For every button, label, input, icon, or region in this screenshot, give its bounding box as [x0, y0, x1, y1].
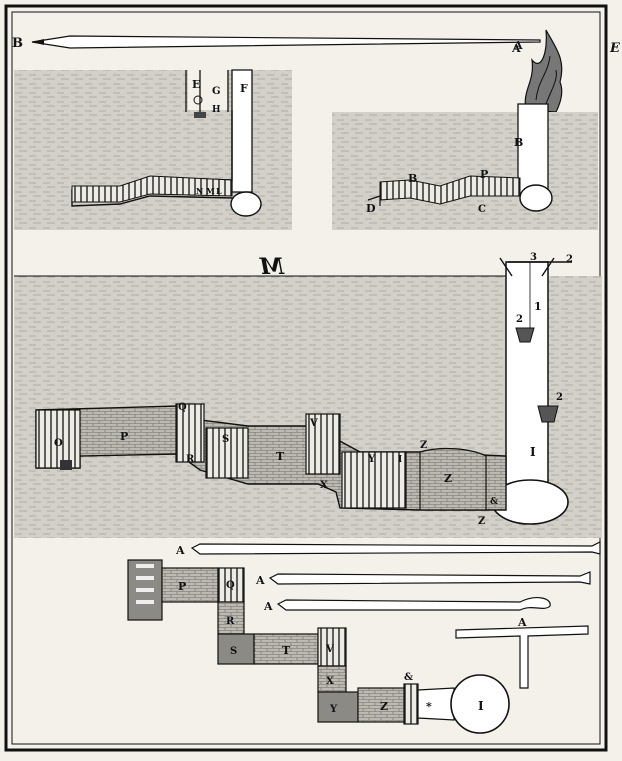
flame-icon	[524, 29, 563, 113]
figure-main: 3 2 1 2 2 I O P Q R S T V X Y Z Z Z & I	[14, 252, 602, 538]
plan-label-2: R	[226, 616, 235, 627]
figure-right-chamber	[519, 184, 553, 212]
rod-bottom-label-1: A	[255, 574, 265, 587]
rod-bottom-label-0: A	[175, 544, 185, 557]
plan-label-8: Z	[380, 700, 388, 713]
rod-top: B A	[12, 29, 563, 113]
figure-main-label-13: X	[320, 480, 328, 491]
rod-bottom-2	[268, 571, 591, 585]
figure-main-label-19: I	[398, 455, 402, 465]
plan-view: P Q R S T V X Y Z & * I	[127, 559, 510, 734]
figure-main-label-5: I	[530, 445, 536, 459]
figure-left-label-4: N	[196, 186, 203, 196]
plan-label-11: I	[478, 699, 484, 713]
figure-right-label-0: A	[511, 42, 521, 55]
figure-main-label-15: Z	[420, 440, 427, 451]
figure-left-label-6: L	[216, 186, 222, 196]
rod-bottom-3	[276, 597, 551, 611]
figure-main-label-11: T	[276, 450, 285, 463]
plan-label-1: Q	[226, 580, 235, 591]
figure-right-shaft	[517, 103, 549, 197]
figure-left-label-5: M	[206, 186, 215, 196]
figure-main-label-6: O	[54, 438, 63, 449]
rods-bottom: A A A A	[175, 541, 601, 689]
figure-main-label-14: Y	[367, 454, 376, 465]
figure-left-label-2: H	[212, 105, 221, 115]
figure-main-label-12: V	[309, 418, 318, 429]
figure-main-label-10: S	[222, 434, 229, 445]
rod-bottom-1	[190, 541, 601, 555]
basket-icon	[515, 327, 535, 343]
plan-label-0: P	[178, 580, 186, 593]
figure-left-chamber	[230, 191, 262, 217]
plan-label-10: *	[426, 700, 432, 713]
figure-left-label-0: E	[192, 78, 200, 91]
plan-label-4: T	[282, 644, 291, 657]
figure-main-label-17: Z	[478, 516, 485, 527]
edge-letter: E	[609, 41, 621, 56]
figure-main-label-2: 1	[534, 300, 542, 313]
figure-main-label-8: Q	[178, 402, 187, 413]
plan-label-7: Y	[329, 704, 338, 715]
figure-main-label-1: 2	[566, 254, 573, 265]
rod-bottom-4	[455, 625, 589, 689]
figure-left-label-1: G	[212, 86, 221, 97]
figure-main-label-0: 3	[530, 252, 537, 263]
plan-label-6: X	[326, 676, 334, 687]
plan-label-3: S	[230, 646, 237, 657]
rod-top-shaft	[31, 35, 541, 49]
figure-right: A B B P C D	[332, 42, 598, 230]
plan-label-9: &	[404, 672, 413, 683]
figure-main-label-3: 2	[516, 314, 523, 325]
figure-left-label-3: F	[240, 82, 248, 95]
figure-right-label-5: D	[366, 202, 376, 215]
rod-bottom-label-3: A	[517, 616, 527, 629]
plan-chamber	[450, 674, 510, 734]
rod-top-label-b: B	[12, 36, 23, 51]
plan-label-5: V	[325, 644, 334, 655]
figure-left: E G H F N M L	[14, 69, 292, 230]
figure-right-label-3: P	[480, 168, 488, 181]
figure-right-label-2: B	[408, 172, 417, 185]
figure-main-label-18: &	[490, 497, 498, 507]
figure-main-label-9: R	[186, 454, 195, 465]
rod-bottom-label-2: A	[263, 600, 273, 613]
basket-icon	[537, 405, 559, 423]
figure-right-label-4: C	[478, 204, 486, 215]
figure-main-well	[505, 261, 549, 497]
figure-right-label-1: B	[514, 136, 523, 149]
rod-top-label-a: A	[513, 39, 523, 52]
figure-main-label-7: P	[120, 430, 128, 443]
figure-main-label-16: Z	[444, 472, 452, 485]
figure-main-label-4: 2	[556, 392, 563, 403]
